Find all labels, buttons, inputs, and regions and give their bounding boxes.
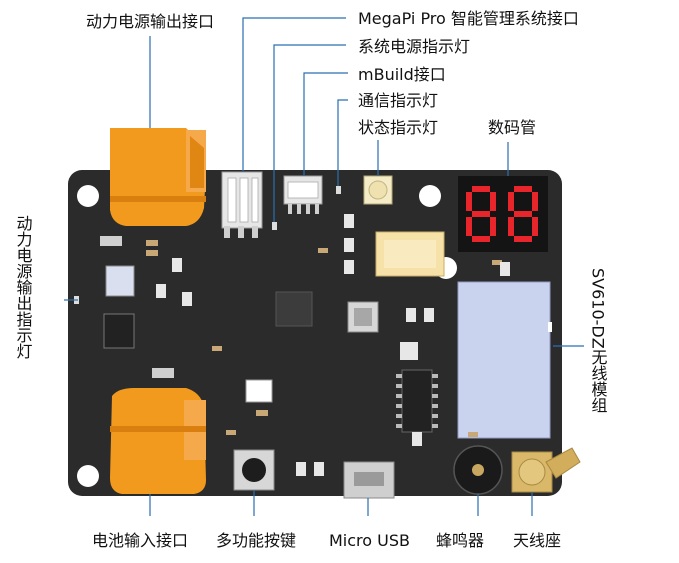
cream-module: [375, 231, 445, 277]
mcu-chip: [275, 291, 313, 327]
mount-hole-top-right: [419, 185, 441, 207]
power-output-connector: [110, 128, 206, 226]
label-mbuild-port: mBuild接口: [358, 65, 446, 84]
buzzer: [453, 445, 503, 495]
capacitor-left: [100, 236, 122, 246]
white-square: [245, 379, 273, 403]
segment-1-b: [490, 192, 496, 211]
mbuild-connector: [283, 175, 323, 214]
label-power-output-port: 动力电源输出接口: [86, 12, 214, 31]
secondary-chip-core: [354, 308, 372, 326]
comm-led-chip: [336, 186, 341, 194]
label-power-indicator-vertical: 动力电源输出指示灯: [14, 215, 33, 360]
inductor: [103, 313, 135, 349]
battery-input-connector: [110, 388, 206, 494]
mount-hole-bottom-left: [77, 465, 99, 487]
micro-usb-port: [343, 461, 395, 499]
dip-chip: [396, 369, 438, 433]
label-comm-led: 通信指示灯: [358, 91, 438, 110]
segment-1-c: [490, 217, 496, 236]
status-led: [363, 175, 393, 205]
segment-2-c: [532, 217, 538, 236]
segment-2-e: [508, 217, 514, 236]
label-megapi-pro-port: MegaPi Pro 智能管理系统接口: [358, 9, 579, 28]
segment-2-f: [508, 192, 514, 211]
segment-2-b: [532, 192, 538, 211]
digit-segments: [466, 186, 538, 242]
segment-1-a: [472, 186, 490, 192]
megapi-connector: [221, 171, 263, 238]
label-antenna-socket: 天线座: [513, 531, 561, 550]
segment-2-d: [514, 236, 532, 242]
segment-2-a: [514, 186, 532, 192]
label-wireless-module-vertical: SV610-DZ无线模组: [589, 268, 608, 413]
capacitor-mid: [152, 368, 174, 378]
segment-1-d: [472, 236, 490, 242]
label-status-led: 状态指示灯: [358, 118, 438, 137]
sv610-wireless-module: [457, 281, 552, 439]
multi-function-button: [233, 449, 275, 491]
system-power-led-chip: [272, 222, 277, 230]
label-digit-tube: 数码管: [488, 118, 536, 137]
segment-2-g: [514, 211, 532, 217]
grey-component: [105, 265, 135, 297]
leader-lines: [64, 17, 584, 516]
label-system-power-led: 系统电源指示灯: [358, 37, 470, 56]
label-buzzer: 蜂鸣器: [436, 531, 484, 550]
mount-hole-top-left: [77, 185, 99, 207]
label-micro-usb: Micro USB: [329, 531, 410, 550]
segment-1-e: [466, 217, 472, 236]
label-battery-input: 电池输入接口: [92, 531, 188, 550]
smd-components: [146, 240, 502, 437]
antenna-socket: [511, 447, 581, 493]
label-multi-function-button: 多功能按键: [216, 531, 296, 550]
smd-icons: [156, 214, 510, 476]
digit-tube: [458, 176, 548, 252]
segment-1-f: [466, 192, 472, 211]
segment-1-g: [472, 211, 490, 217]
